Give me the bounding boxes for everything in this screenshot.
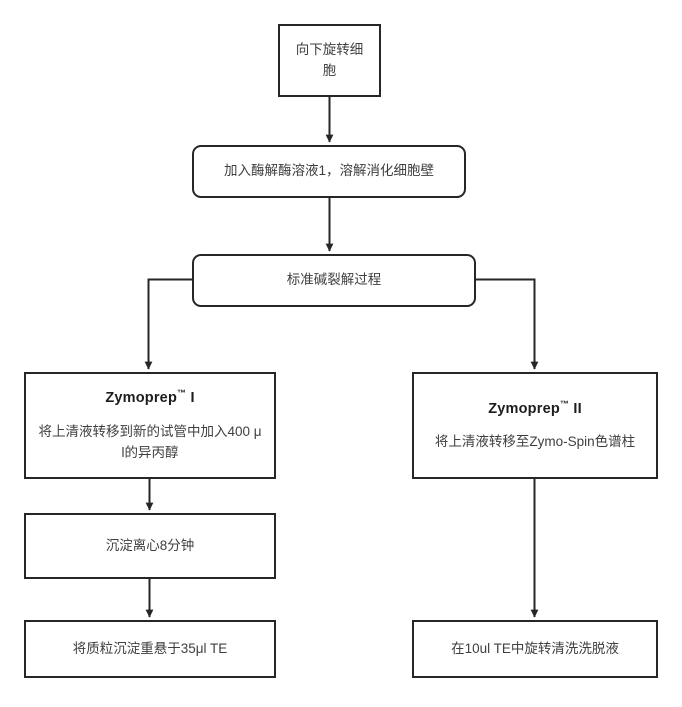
node-spin-down-cells: 向下旋转细胞	[278, 24, 381, 97]
node-zymoprep-2-title-suffix: II	[569, 400, 582, 417]
node-zymoprep-2-title-text: Zymoprep	[488, 400, 560, 417]
node-zymoprep-1: Zymoprep™ I 将上清液转移到新的试管中加入400 μ l的异丙醇	[24, 372, 276, 479]
node-add-zymolyase: 加入酶解酶溶液1，溶解消化细胞壁	[192, 145, 466, 198]
node-alkaline-lysis-label: 标准碱裂解过程	[286, 272, 382, 288]
node-precipitate: 沉淀离心8分钟	[24, 513, 276, 579]
node-add-zymolyase-label: 加入酶解酶溶液1，溶解消化细胞壁	[223, 163, 434, 179]
node-zymoprep-1-title-suffix: I	[186, 390, 195, 407]
node-resuspend-te: 将质粒沉淀重悬于35μl TE	[24, 620, 276, 678]
trademark-icon: ™	[177, 388, 187, 399]
node-elute-te: 在10ul TE中旋转清洗洗脱液	[412, 620, 658, 678]
node-zymoprep-2-body: 将上清液转移至Zymo-Spin色谱柱	[434, 434, 636, 450]
node-elute-te-label: 在10ul TE中旋转清洗洗脱液	[451, 640, 619, 656]
node-zymoprep-1-title-text: Zymoprep	[105, 390, 178, 407]
node-zymoprep-1-body: 将上清液转移到新的试管中加入400 μ l的异丙醇	[38, 423, 262, 461]
node-resuspend-te-label: 将质粒沉淀重悬于35μl TE	[72, 640, 228, 656]
node-spin-down-cells-label: 向下旋转细胞	[295, 41, 364, 78]
node-zymoprep-2: Zymoprep™ II 将上清液转移至Zymo-Spin色谱柱	[412, 372, 658, 479]
node-zymoprep-1-title: Zymoprep™ I	[105, 387, 194, 409]
node-zymoprep-2-title: Zymoprep™ II	[488, 398, 582, 420]
trademark-icon: ™	[559, 399, 570, 410]
connector-lysis-to-zymoprep1	[144, 278, 192, 370]
connector-lysis-to-zymoprep2	[476, 278, 539, 370]
node-precipitate-label: 沉淀离心8分钟	[105, 537, 195, 553]
node-alkaline-lysis: 标准碱裂解过程	[192, 254, 476, 307]
